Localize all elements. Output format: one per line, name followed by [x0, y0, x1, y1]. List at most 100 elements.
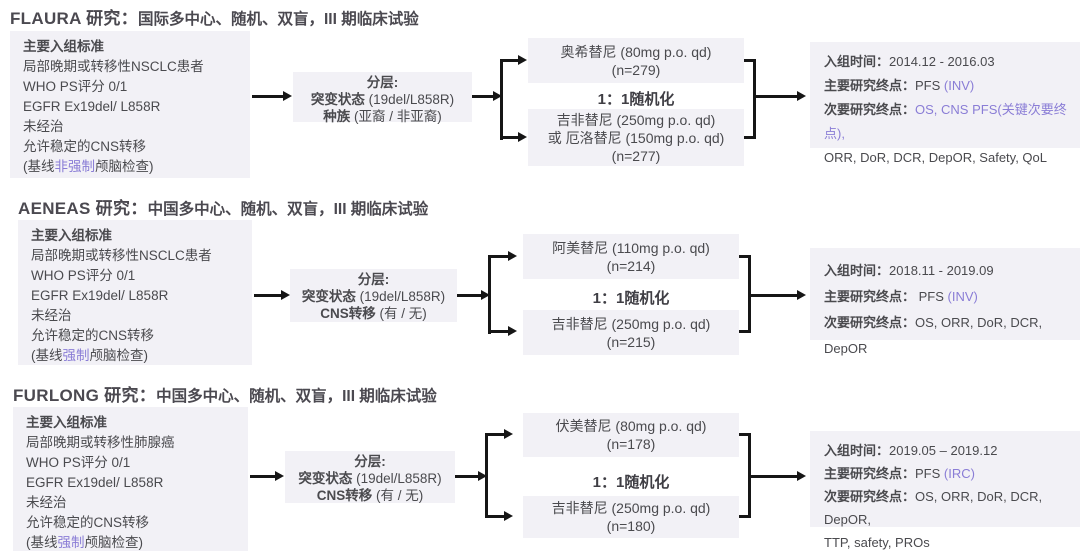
strat-factor-2-name: 种族	[323, 109, 351, 124]
criteria-baseline-line: (基线非强制颅脑检查)	[23, 157, 242, 177]
primary-endpoint-assessor: (INV)	[943, 78, 975, 93]
arm-n-line: (n=279)	[611, 61, 661, 78]
connector-line	[491, 255, 509, 258]
criteria-baseline-line: (基线强制颅脑检查)	[31, 346, 244, 366]
arm-experimental-box: 奥希替尼 (80mg p.o. qd) (n=279)	[528, 38, 744, 83]
strat-factor-2: CNS转移 (有 / 无)	[285, 487, 455, 504]
connector-line	[751, 475, 798, 478]
secondary-endpoint-value: OS, ORR, DoR, DCR, DepOR,	[824, 489, 1043, 527]
arm-drug-line: 奥希替尼 (80mg p.o. qd)	[560, 43, 712, 60]
arrowhead-icon	[504, 511, 513, 521]
strat-factor-2: CNS转移 (有 / 无)	[290, 305, 457, 322]
arm-n-line: (n=214)	[606, 257, 656, 274]
study-design-desc: 中国多中心、随机、双盲，III 期临床试验	[147, 201, 429, 218]
study-title: FLAURA 研究：国际多中心、随机、双盲，III 期临床试验	[10, 4, 419, 29]
primary-endpoint-line: 主要研究终点： PFS (INV)	[824, 284, 1076, 310]
baseline-highlight: 强制	[57, 535, 85, 550]
results-box: 入组时间：2019.05 – 2019.12 主要研究终点：PFS (IRC) …	[810, 431, 1080, 550]
enrollment-value: 2014.12 - 2016.03	[889, 54, 995, 69]
connector-line	[472, 95, 494, 98]
enrollment-line: 入组时间：2019.05 – 2019.12	[824, 439, 1076, 462]
arm-experimental-box: 阿美替尼 (110mg p.o. qd) (n=214)	[523, 234, 739, 279]
connector-line	[503, 59, 519, 62]
criteria-line: WHO PS评分 0/1	[31, 268, 136, 283]
connector-line	[252, 95, 284, 98]
secondary-endpoint-label: 次要研究终点：	[824, 102, 916, 117]
enrollment-label: 入组时间：	[824, 443, 890, 458]
criteria-line: WHO PS评分 0/1	[26, 455, 131, 470]
randomization-label: 1：1随机化	[592, 290, 670, 307]
criteria-line: 局部晚期或转移性肺腺癌	[26, 435, 175, 450]
strat-factor-2-name: CNS转移	[316, 488, 373, 503]
connector-line	[488, 433, 505, 436]
secondary-endpoint-line: 次要研究终点：OS, ORR, DoR, DCR, DepOR,	[824, 485, 1076, 531]
study-title: AENEAS 研究：中国多中心、随机、双盲，III 期临床试验	[18, 194, 428, 219]
connector-line	[250, 475, 276, 478]
enrollment-value: 2019.05 – 2019.12	[889, 443, 998, 458]
arm-drug-line: 吉非替尼 (250mg p.o. qd)	[551, 315, 711, 332]
randomization-label: 1：1随机化	[597, 91, 675, 108]
arm-n-line: (n=180)	[606, 518, 656, 534]
connector-line	[739, 515, 751, 518]
arm-n-line: (n=215)	[606, 333, 656, 350]
strat-heading: 分层:	[366, 75, 399, 90]
study-section-flaura: FLAURA 研究：国际多中心、随机、双盲，III 期临床试验 主要入组标准 局…	[0, 0, 1080, 190]
strat-factor-2-name: CNS转移	[320, 306, 376, 321]
connector-line	[485, 433, 488, 518]
strat-factor-1-detail: (19del/L858R)	[364, 92, 455, 107]
strat-factor-1-detail: (19del/L858R)	[352, 471, 442, 486]
arm-drug-line: 吉非替尼 (250mg p.o. qd)	[551, 500, 711, 516]
connector-line	[254, 294, 282, 297]
arrowhead-icon	[797, 471, 806, 481]
strat-factor-1-name: 突变状态	[298, 471, 353, 486]
inclusion-criteria-box: 主要入组标准 局部晚期或转移性NSCLC患者 WHO PS评分 0/1 EGFR…	[18, 220, 252, 365]
strat-factor-1: 突变状态 (19del/L858R)	[285, 470, 455, 487]
arrowhead-icon	[518, 132, 527, 142]
strat-factor-2: 种族 (亚裔 / 非亚裔)	[293, 108, 472, 125]
connector-line	[455, 475, 479, 478]
criteria-line: EGFR Ex19del/ L858R	[23, 99, 161, 114]
criteria-line: 未经治	[26, 495, 67, 510]
baseline-suffix: 颅脑检查)	[89, 348, 149, 363]
connector-line	[751, 294, 798, 297]
arm-drug-line: 伏美替尼 (80mg p.o. qd)	[555, 418, 707, 434]
baseline-prefix: (基线	[31, 348, 63, 363]
strat-factor-1-name: 突变状态	[301, 289, 356, 304]
connector-line	[503, 136, 519, 139]
criteria-baseline-line: (基线强制颅脑检查)	[26, 533, 240, 553]
study-design-desc: 中国多中心、随机、双盲，III 期临床试验	[156, 388, 437, 405]
criteria-line: 未经治	[31, 308, 72, 323]
primary-endpoint-label: 主要研究终点：	[824, 466, 916, 481]
study-name: FURLONG 研究：	[13, 386, 157, 405]
baseline-suffix: 颅脑检查)	[95, 159, 154, 174]
connector-line	[753, 59, 756, 139]
stratification-box: 分层: 突变状态 (19del/L858R) CNS转移 (有 / 无)	[285, 451, 455, 503]
enrollment-line: 入组时间：2014.12 - 2016.03	[824, 50, 1076, 74]
arm-n-line: (n=178)	[606, 436, 656, 452]
arrowhead-icon	[508, 326, 517, 336]
connector-line	[491, 330, 509, 333]
criteria-heading: 主要入组标准	[26, 415, 107, 430]
secondary-endpoint-line-2: TTP, safety, PROs	[824, 535, 930, 550]
primary-endpoint-value: PFS	[915, 289, 948, 304]
stratification-box: 分层: 突变状态 (19del/L858R) CNS转移 (有 / 无)	[290, 269, 457, 322]
study-section-aeneas: AENEAS 研究：中国多中心、随机、双盲，III 期临床试验 主要入组标准 局…	[0, 190, 1080, 375]
criteria-line: WHO PS评分 0/1	[23, 79, 128, 94]
connector-line	[744, 136, 756, 139]
connector-line	[739, 255, 751, 258]
connector-line	[500, 59, 503, 140]
secondary-endpoint-accent: OS, CNS PFS(关键次要终点),	[824, 102, 1067, 141]
criteria-line: 允许稳定的CNS转移	[31, 328, 155, 343]
arrowhead-icon	[281, 290, 290, 300]
inclusion-criteria-box: 主要入组标准 局部晚期或转移性NSCLC患者 WHO PS评分 0/1 EGFR…	[10, 31, 250, 178]
arm-control-box: 吉非替尼 (250mg p.o. qd) 或 厄洛替尼 (150mg p.o. …	[528, 109, 744, 166]
connector-line	[488, 255, 491, 334]
enrollment-label: 入组时间：	[824, 54, 890, 69]
arrowhead-icon	[508, 251, 517, 261]
arrowhead-icon	[283, 91, 292, 101]
arrowhead-icon	[504, 429, 513, 439]
connector-line	[739, 433, 751, 436]
connector-line	[756, 95, 798, 98]
enrollment-value: 2018.11 - 2019.09	[889, 263, 994, 278]
arrowhead-icon	[518, 55, 527, 65]
